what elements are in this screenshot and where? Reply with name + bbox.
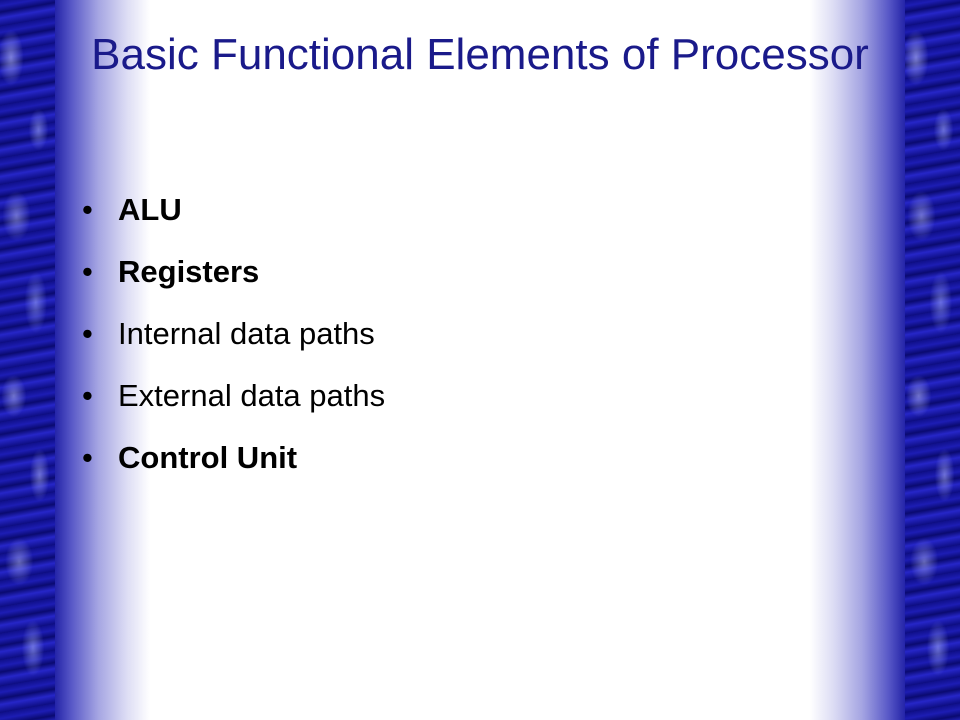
bullet-item: • Control Unit: [82, 428, 385, 488]
left-border-fade: [55, 0, 150, 720]
bullet-text: ALU: [118, 192, 182, 227]
bullet-dot: •: [82, 378, 93, 413]
slide-title: Basic Functional Elements of Processor: [91, 30, 869, 79]
bullet-dot: •: [82, 192, 93, 227]
bullet-dot: •: [82, 316, 93, 351]
bullet-text: External data paths: [118, 378, 386, 413]
bullet-text: Control Unit: [118, 440, 298, 475]
bullet-item: • External data paths: [82, 366, 385, 426]
right-marble-border: [905, 0, 960, 720]
left-marble-border: [0, 0, 55, 720]
right-border-fade: [810, 0, 905, 720]
bullet-text: Registers: [118, 254, 260, 289]
bullet-item: • Internal data paths: [82, 304, 385, 364]
bullet-item: • Registers: [82, 242, 385, 302]
bullet-text: Internal data paths: [118, 316, 375, 351]
bullet-dot: •: [82, 254, 93, 289]
bullet-list: • ALU • Registers • Internal data paths …: [82, 180, 385, 490]
bullet-item: • ALU: [82, 180, 385, 240]
bullet-dot: •: [82, 440, 93, 475]
